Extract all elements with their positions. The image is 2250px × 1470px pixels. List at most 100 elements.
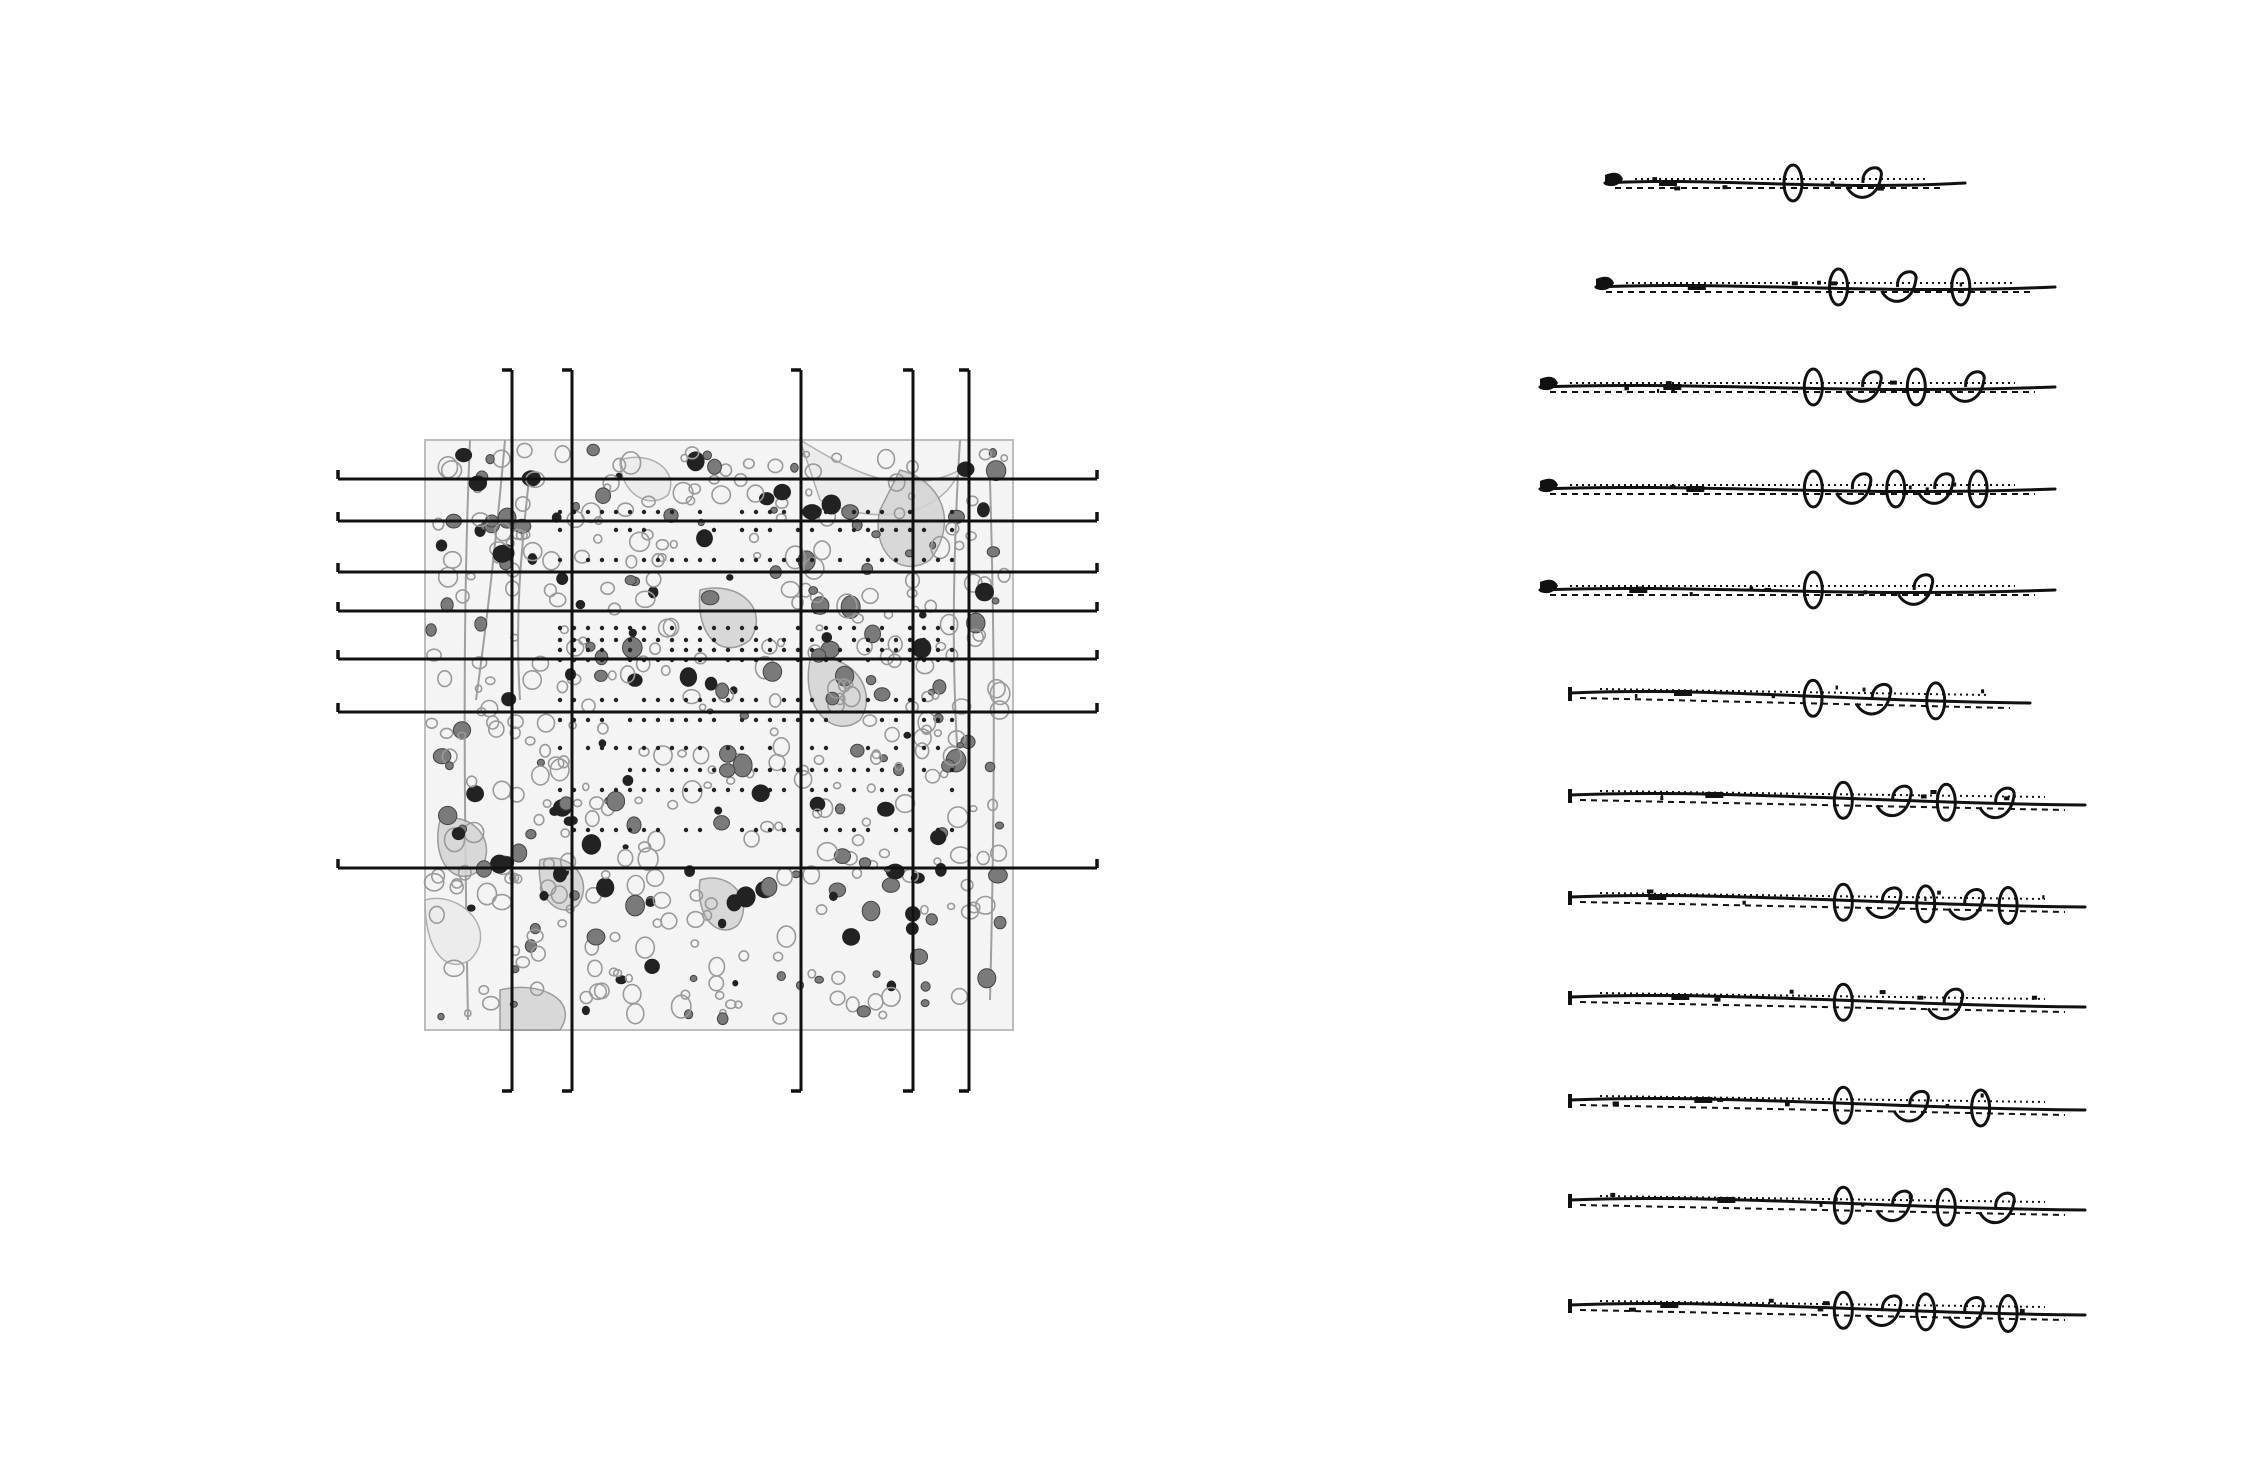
- perforation: [862, 714, 878, 727]
- perforation-dot: [669, 637, 675, 643]
- perforation-dot: [795, 827, 801, 833]
- perforation: [833, 848, 852, 864]
- perforation-dot: [767, 787, 773, 793]
- perforation-dot: [697, 745, 703, 751]
- perforation-dot: [781, 509, 787, 515]
- strip-speck: [1862, 687, 1866, 692]
- perforation-dot: [711, 787, 717, 793]
- perforation: [804, 488, 813, 497]
- perforation-dot: [879, 717, 885, 723]
- perforation-dot: [697, 637, 703, 643]
- strip-lens: [1832, 1185, 1854, 1225]
- perforation-dot: [809, 767, 815, 773]
- perforation: [903, 731, 912, 739]
- perforation-dot: [683, 637, 689, 643]
- strip-rail-dashed: [1579, 1001, 2066, 1013]
- perforation-dot: [851, 625, 857, 631]
- strip-start-mark: [1540, 579, 1558, 594]
- strip-speck: [1908, 1194, 1913, 1199]
- perforation-dot: [655, 745, 661, 751]
- perforation: [850, 743, 865, 758]
- strip-start-mark: [1540, 478, 1558, 493]
- perforation-dot: [851, 509, 857, 515]
- perforation: [443, 959, 465, 978]
- perforation: [628, 628, 637, 638]
- strip-start-mark: [1605, 172, 1623, 187]
- perforation-dot: [865, 557, 871, 563]
- perforation: [609, 931, 621, 943]
- strip-rail: [1538, 485, 2057, 494]
- perforation-dot: [907, 647, 913, 653]
- strip-rail: [1594, 283, 2057, 292]
- perforation: [984, 761, 996, 773]
- perforation: [492, 545, 512, 563]
- strip-speck: [1937, 890, 1941, 895]
- perforation-dot: [655, 717, 661, 723]
- perforation: [711, 485, 732, 505]
- section-strip: [1538, 570, 2057, 610]
- perforation: [536, 713, 556, 733]
- strip-speck: [1913, 288, 1918, 293]
- perforation: [751, 784, 770, 802]
- perforation: [595, 487, 611, 505]
- vertical-section-cuts: [502, 368, 971, 1093]
- perforation: [509, 726, 521, 740]
- perforation-dot: [753, 625, 759, 631]
- perforation: [565, 904, 575, 914]
- perforation: [670, 994, 692, 1019]
- perforation-dot: [781, 697, 787, 703]
- perforation: [679, 667, 698, 687]
- perforation: [522, 541, 543, 562]
- perforation: [635, 655, 651, 673]
- perforation: [909, 948, 929, 965]
- perforation: [780, 580, 801, 599]
- perforation: [912, 638, 932, 659]
- perforation-dot: [585, 745, 591, 751]
- perforation: [748, 532, 760, 544]
- strip-lens: [1802, 678, 1824, 718]
- strip-loop: [1845, 166, 1883, 199]
- perforation-dot: [669, 717, 675, 723]
- perforation-dot: [809, 509, 815, 515]
- strip-speck: [1822, 1301, 1830, 1306]
- perforation: [667, 799, 679, 810]
- perforation-dot: [907, 697, 913, 703]
- perforation: [841, 504, 859, 520]
- strip-lens: [1832, 982, 1854, 1022]
- perforation: [624, 973, 634, 983]
- perforation: [625, 894, 645, 917]
- perforation: [556, 680, 569, 694]
- perforation: [542, 798, 552, 808]
- strip-loop: [1865, 886, 1903, 919]
- perforation: [776, 971, 786, 982]
- vertical-section-line: [562, 368, 574, 1093]
- perforation-dot: [627, 745, 633, 751]
- perforation: [557, 919, 568, 928]
- perforation-dot: [641, 745, 647, 751]
- perforation: [600, 869, 611, 880]
- perforation-dot: [767, 767, 773, 773]
- perforation: [858, 857, 872, 869]
- strip-rail-dashed: [1579, 1104, 2066, 1116]
- perforation: [616, 502, 635, 518]
- perforation: [989, 844, 1008, 862]
- perforation-dot: [767, 745, 773, 751]
- perforation-dot: [641, 717, 647, 723]
- perforation: [842, 685, 861, 708]
- perforation-dot: [865, 697, 871, 703]
- strip-speck: [1908, 485, 1912, 490]
- perforation-dot: [921, 647, 927, 653]
- perforation-dot: [823, 509, 829, 515]
- strip-rail: [1568, 792, 2087, 807]
- perforation-dot: [879, 767, 885, 773]
- perforation: [449, 879, 465, 895]
- perforation: [587, 959, 603, 978]
- perforation: [619, 665, 636, 684]
- perforation: [997, 567, 1011, 584]
- perforation: [455, 589, 470, 604]
- strip-loop: [1892, 1090, 1930, 1123]
- perforation-dot: [865, 827, 871, 833]
- strip-speck: [1917, 995, 1924, 1000]
- perforation: [501, 692, 517, 707]
- perforation: [617, 848, 634, 868]
